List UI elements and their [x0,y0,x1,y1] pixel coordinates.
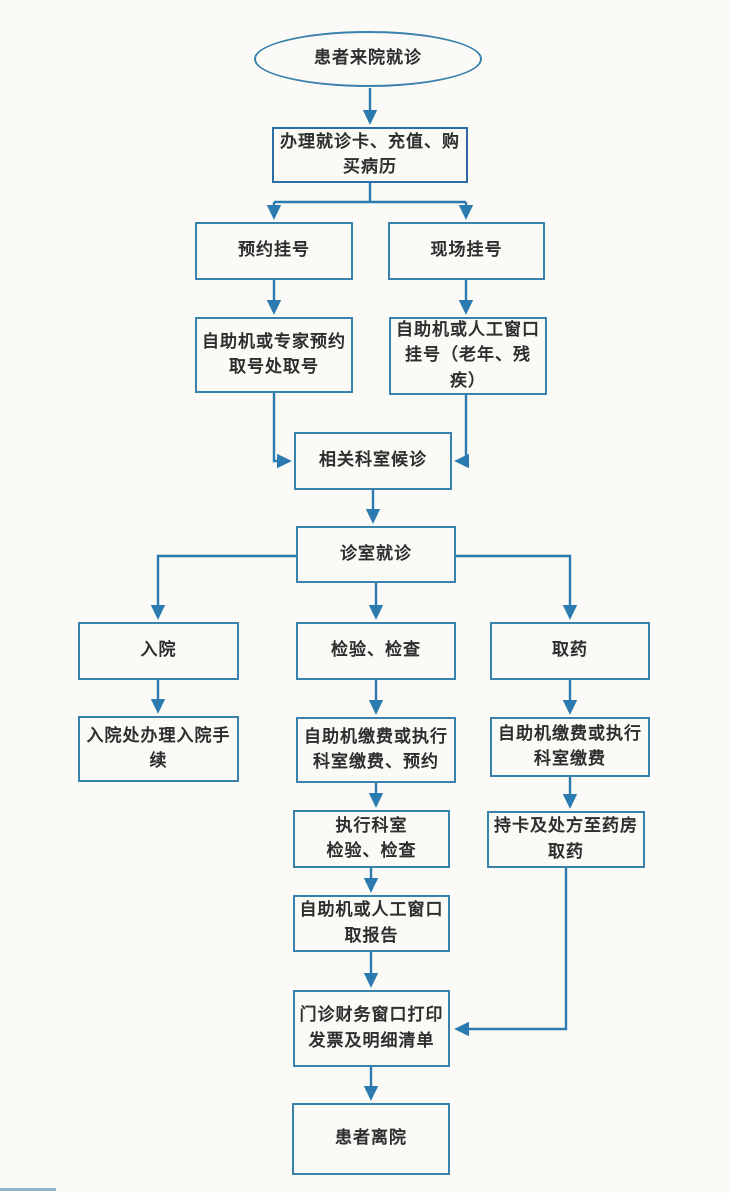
node-appointment-registration: 预约挂号 [195,222,353,280]
node-get-card-recharge: 办理就诊卡、充值、购 买病历 [272,127,468,183]
node-patient-departure: 患者离院 [292,1103,450,1175]
node-patient-arrival-label: 患者来院就诊 [314,48,422,69]
node-pharmacy-pickup-label: 持卡及处方至药房 取药 [494,816,638,862]
node-consulting-room-visit: 诊室就诊 [296,526,456,583]
node-patient-departure-label: 患者离院 [335,1128,407,1149]
node-test-examination-label: 检验、检查 [331,640,421,661]
node-medicine-payment: 自助机缴费或执行 科室缴费 [490,717,650,777]
node-test-examination: 检验、检查 [296,622,456,680]
node-department-waiting-label: 相关科室候诊 [319,450,427,471]
node-report-pickup-label: 自助机或人工窗口 取报告 [299,900,444,946]
node-invoice-printing-label: 门诊财务窗口打印 发票及明细清单 [299,1005,444,1051]
node-medicine-payment-label: 自助机缴费或执行 科室缴费 [498,723,642,770]
node-admission-procedures: 入院处办理入院手 续 [78,716,239,782]
node-invoice-printing: 门诊财务窗口打印 发票及明细清单 [293,990,450,1067]
node-department-waiting: 相关科室候诊 [294,432,452,490]
node-onsite-window-registration-label: 自助机或人工窗口 挂号（老年、残 疾） [396,319,540,391]
scan-edge-artifact [0,1188,56,1191]
node-exam-payment-appointment: 自助机缴费或执行 科室缴费、预约 [296,717,456,783]
node-consulting-room-visit-label: 诊室就诊 [340,543,412,564]
node-get-medicine: 取药 [490,622,650,680]
node-appointment-number-pickup: 自助机或专家预约 取号处取号 [195,317,353,393]
node-report-pickup: 自助机或人工窗口 取报告 [293,895,450,952]
node-onsite-registration: 现场挂号 [388,222,545,280]
node-get-card-recharge-label: 办理就诊卡、充值、购 买病历 [280,131,460,178]
node-onsite-window-registration: 自助机或人工窗口 挂号（老年、残 疾） [389,317,547,395]
node-appointment-number-pickup-label: 自助机或专家预约 取号处取号 [202,331,346,378]
node-executing-department-exam-label: 执行科室 检验、检查 [326,815,417,862]
node-executing-department-exam: 执行科室 检验、检查 [293,810,450,868]
node-admission-procedures-label: 入院处办理入院手 续 [86,725,231,772]
node-exam-payment-appointment-label: 自助机缴费或执行 科室缴费、预约 [304,726,448,773]
node-patient-arrival: 患者来院就诊 [254,31,482,87]
node-pharmacy-pickup: 持卡及处方至药房 取药 [487,811,645,868]
node-hospitalization: 入院 [78,622,239,680]
node-appointment-registration-label: 预约挂号 [238,240,310,261]
node-get-medicine-label: 取药 [552,640,588,661]
node-hospitalization-label: 入院 [140,640,177,661]
node-onsite-registration-label: 现场挂号 [430,240,503,261]
